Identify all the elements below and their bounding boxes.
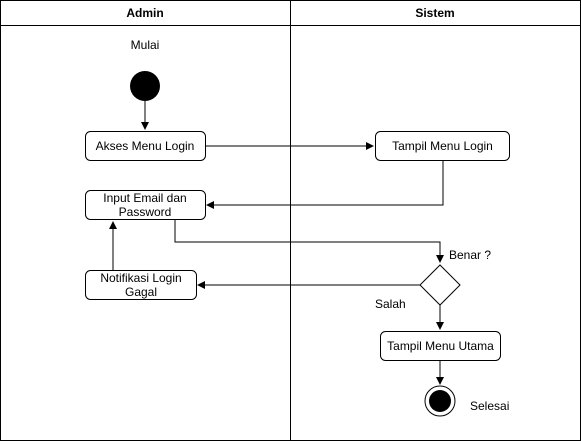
end-label: Selesai <box>470 399 509 413</box>
edge-input-to-decision <box>174 220 444 263</box>
decision-label: Benar ? <box>449 248 491 262</box>
node-akses-menu-login-label: Akses Menu Login <box>96 139 195 153</box>
node-notifikasi-login-gagal <box>85 270 197 300</box>
node-tampil-menu-login <box>375 131 510 161</box>
salah-label: Salah <box>375 297 406 311</box>
node-tampil-menu-login-label: Tampil Menu Login <box>392 139 493 153</box>
node-notifikasi-line1: Notifikasi Login <box>100 271 181 285</box>
node-akses-menu-login <box>85 131 206 161</box>
node-input-email-password <box>85 190 206 220</box>
node-tampil-menu-utama-label: Tampil Menu Utama <box>387 339 494 353</box>
node-input-email-line1: Input Email dan <box>103 191 186 205</box>
edge-tampil-login-to-input <box>206 161 444 209</box>
node-input-email-line2: Password <box>119 205 172 219</box>
lane-title-sistem: Sistem <box>415 6 454 20</box>
lane-title-admin: Admin <box>126 6 163 20</box>
start-node <box>130 71 160 101</box>
start-label: Mulai <box>131 38 160 52</box>
node-notifikasi-line2: Gagal <box>125 285 157 299</box>
node-tampil-menu-utama <box>380 331 501 361</box>
end-node-inner <box>429 390 451 412</box>
